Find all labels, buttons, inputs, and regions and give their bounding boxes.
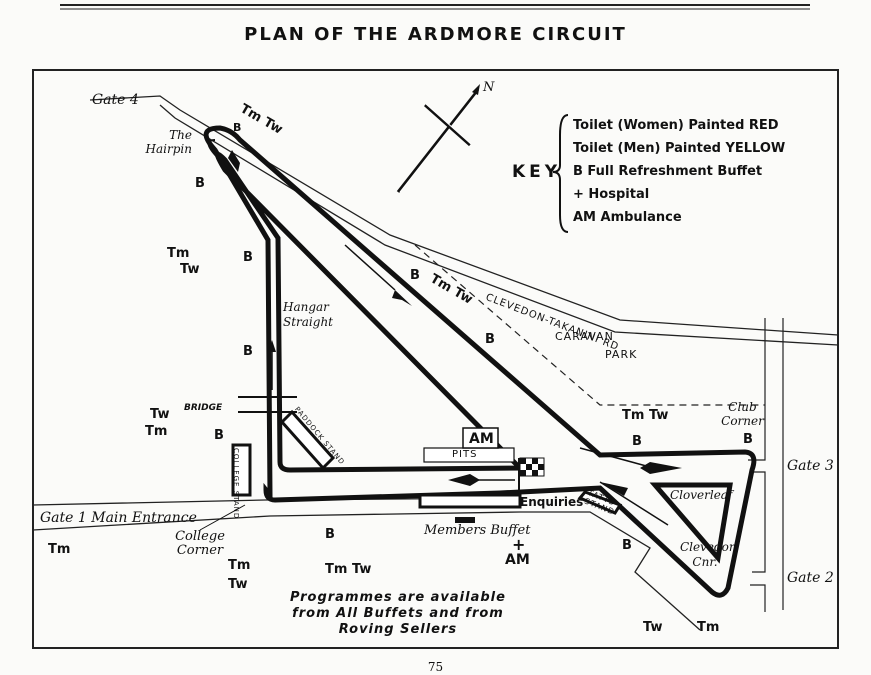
toilet-women-marker: Tw: [643, 620, 663, 635]
key-item: Toilet (Men) Painted YELLOW: [573, 141, 786, 156]
members-buffet-label: Members Buffet: [424, 523, 531, 538]
enquiries-label: Enquiries: [520, 495, 584, 509]
college-stand-label: COLLEGE STAND: [232, 448, 240, 520]
pits-label: PITS: [452, 449, 478, 460]
direction-arrow: [448, 474, 480, 486]
key-list: Toilet (Women) Painted RED Toilet (Men) …: [573, 118, 785, 233]
gate-1-label: Gate 1 Main Entrance: [40, 510, 197, 526]
tatts-stand-box: [577, 490, 623, 515]
toilet-marker: Tm Tw: [325, 562, 372, 577]
toilet-marker: Tm Tw: [622, 408, 669, 423]
toilet-men-marker: Tm: [145, 424, 168, 439]
members-buffet-marker: [455, 517, 475, 523]
gate-4-label: Gate 4: [92, 92, 139, 108]
page-title: PLAN OF THE ARDMORE CIRCUIT: [244, 24, 627, 45]
programmes-line: Roving Sellers: [338, 622, 458, 637]
direction-arrow: [640, 462, 682, 474]
club-corner-label: Club Corner: [721, 400, 764, 428]
college-stand-box: [231, 443, 252, 497]
key-item: AM Ambulance: [573, 210, 682, 225]
track-outer-edge: [203, 125, 757, 598]
buffet-marker: B: [632, 434, 642, 449]
buffet-marker: B: [410, 268, 420, 283]
hangar-straight-label: Hangar Straight: [283, 300, 334, 329]
key-item: + Hospital: [573, 187, 650, 202]
cloverleaf-loop: [649, 482, 733, 564]
paddock-stand-box: [279, 409, 336, 471]
toilet-women-marker: Tw: [180, 262, 200, 277]
buffet-marker: B: [743, 432, 753, 447]
bridge-label: BRIDGE: [184, 403, 223, 413]
buffet-marker: B: [233, 121, 242, 134]
college-corner-pointer: [199, 504, 246, 531]
road-lower-edge: [159, 104, 839, 346]
key-heading: KEY: [512, 162, 562, 182]
key-item: Toilet (Women) Painted RED: [573, 118, 779, 133]
road-upper-edge: [89, 95, 839, 336]
toilet-men-marker: Tm: [167, 246, 190, 261]
programmes-line: from All Buffets and from: [292, 606, 504, 621]
direction-arrow: [228, 150, 240, 172]
buffet-marker: B: [485, 332, 495, 347]
members-stand-box: [418, 493, 522, 509]
college-corner-label: College Corner: [175, 529, 225, 558]
direction-arrow: [392, 290, 412, 306]
buffet-marker: B: [622, 538, 632, 553]
ambulance-box: [462, 427, 499, 449]
park-label: PARK: [605, 348, 638, 361]
caravan-boundary: [414, 244, 765, 406]
toilet-women-marker: Tw: [228, 577, 248, 592]
map-frame: [32, 69, 839, 649]
cloverleaf-label: Cloverleaf: [670, 488, 733, 502]
gate-3-label: Gate 3: [787, 458, 834, 474]
toilet-women-marker: Tw: [150, 407, 170, 422]
buffet-marker: B: [325, 527, 335, 542]
key-brace: [552, 114, 569, 233]
gate-2-label: Gate 2: [787, 570, 834, 586]
hospital-icon: +: [512, 535, 526, 554]
buffet-marker: B: [195, 176, 205, 191]
clevedon-corner-label: Clevedon Cnr.: [680, 540, 737, 569]
buffet-marker: B: [243, 250, 253, 265]
programmes-line: Programmes are available: [290, 590, 506, 605]
toilet-men-marker: Tm: [228, 558, 251, 573]
direction-arrow: [600, 482, 628, 496]
toilet-men-marker: Tm: [48, 542, 71, 557]
ambulance-label: AM: [505, 552, 530, 568]
members-stand-label: MEMBERS' STAND: [424, 496, 510, 505]
hairpin-label: The Hairpin: [145, 128, 192, 156]
track-inner-edge: [215, 151, 526, 473]
toilet-men-marker: Tm: [697, 620, 720, 635]
page-number: 75: [427, 660, 444, 674]
compass-north-label: N: [483, 80, 495, 95]
gate1-road-bottom: [32, 511, 701, 631]
caravan-label: CARAVAN: [555, 330, 614, 343]
buffet-marker: B: [214, 428, 224, 443]
key-item: B Full Refreshment Buffet: [573, 164, 763, 179]
ambulance-pits-label: AM: [469, 431, 494, 447]
programmes-note: Programmes are available from All Buffet…: [290, 590, 506, 638]
buffet-marker: B: [243, 344, 253, 359]
compass-icon: [396, 84, 481, 193]
chequered-flag-icon: [518, 457, 545, 492]
